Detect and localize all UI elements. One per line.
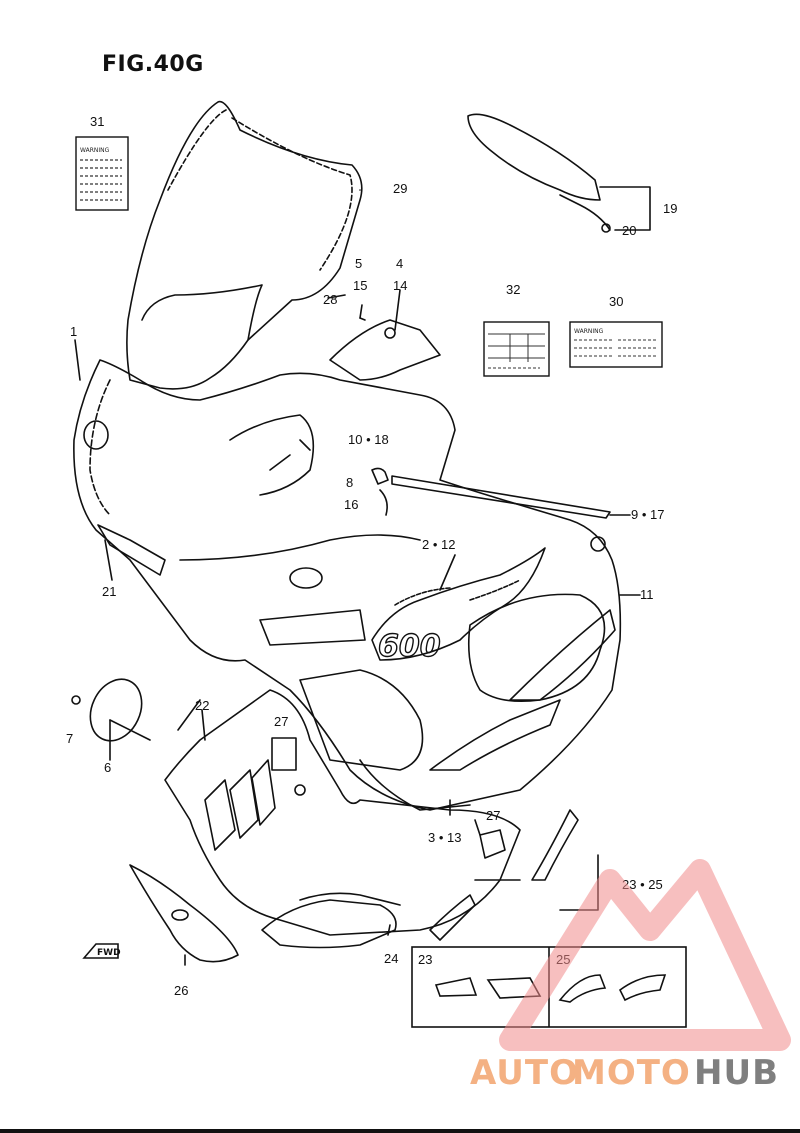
long-strip xyxy=(391,475,611,519)
pad-27-right xyxy=(479,829,506,859)
label-8: 8 xyxy=(346,475,353,490)
label-4: 4 xyxy=(396,256,403,271)
label-2-12: 2 • 12 xyxy=(422,537,455,552)
label-6: 6 xyxy=(104,760,111,775)
watermark-moto: MOTO xyxy=(572,1053,691,1093)
bracket-21 xyxy=(97,524,166,576)
label-7: 7 xyxy=(66,731,73,746)
side-decal xyxy=(509,609,616,701)
label-23-25: 23 • 25 xyxy=(622,877,663,892)
label-31: 31 xyxy=(90,114,104,129)
warning-label-31-text: WARNING xyxy=(80,147,110,154)
bottom-frame xyxy=(0,1129,800,1133)
upper-cowl xyxy=(73,359,622,811)
lower-cowl xyxy=(164,689,521,936)
label-16: 16 xyxy=(344,497,358,512)
label-26: 26 xyxy=(174,983,188,998)
warning-label-31: WARNING xyxy=(75,136,129,211)
label-30: 30 xyxy=(609,294,623,309)
label-20: 20 xyxy=(622,223,636,238)
label-22: 22 xyxy=(195,698,209,713)
label-1: 1 xyxy=(70,324,77,339)
windscreen xyxy=(126,100,363,390)
label-15: 15 xyxy=(353,278,367,293)
label-29: 29 xyxy=(393,181,407,196)
leader-lines xyxy=(74,186,651,966)
warning-label-30: WARNING xyxy=(569,321,663,368)
label-27-left: 27 xyxy=(274,714,288,729)
figure-title: FIG.40G xyxy=(102,52,204,77)
watermark-text: AUTO MOTO HUB xyxy=(470,1053,779,1093)
label-32 xyxy=(483,321,550,377)
label-32: 32 xyxy=(506,282,520,297)
clip xyxy=(371,467,389,485)
fwd-arrow-icon: FWD xyxy=(82,943,121,959)
label-box-23: 23 xyxy=(418,952,432,967)
label-9-17: 9 • 17 xyxy=(631,507,664,522)
side-bracket xyxy=(129,864,239,963)
decal-600: 600 xyxy=(371,547,546,665)
decal-600-text: 600 xyxy=(378,629,441,664)
round-cover xyxy=(89,678,143,742)
pad-27-left xyxy=(271,737,297,771)
label-27-right: 27 xyxy=(486,808,500,823)
label-11: 11 xyxy=(640,587,654,602)
fwd-arrow-text: FWD xyxy=(97,948,121,958)
label-10-18: 10 • 18 xyxy=(348,432,389,447)
label-5: 5 xyxy=(355,256,362,271)
inner-lower-panel xyxy=(261,899,397,949)
label-21: 21 xyxy=(102,584,116,599)
small-panel xyxy=(329,319,441,381)
label-14: 14 xyxy=(393,278,407,293)
mirror-cover xyxy=(467,113,601,201)
label-28: 28 xyxy=(323,292,337,307)
watermark-auto: AUTO xyxy=(470,1053,579,1093)
label-19: 19 xyxy=(663,201,677,216)
label-3-13: 3 • 13 xyxy=(428,830,461,845)
warning-label-30-text: WARNING xyxy=(574,328,604,335)
label-24: 24 xyxy=(384,951,398,966)
watermark-hub: HUB xyxy=(694,1053,779,1093)
windscreen-trim xyxy=(167,109,353,271)
watermark-logo xyxy=(499,859,791,1051)
